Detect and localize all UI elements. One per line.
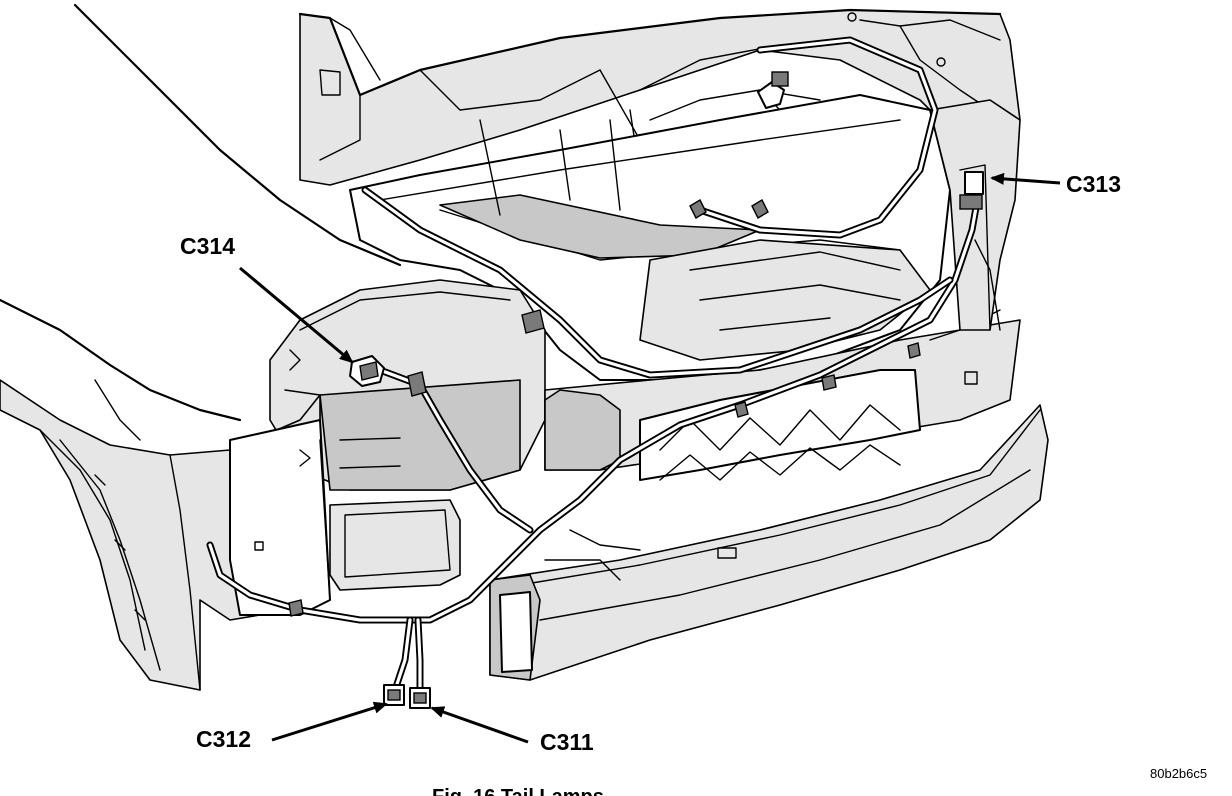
left-rear-fascia bbox=[0, 379, 461, 691]
connector-c313 bbox=[959, 171, 984, 210]
c311-label: C311 bbox=[540, 729, 594, 755]
figure-caption: Fig. 16 Tail Lamps bbox=[432, 786, 604, 796]
lamp-socket bbox=[757, 71, 789, 109]
c313-leader-arrow bbox=[990, 172, 1061, 185]
left-quarter-panel bbox=[0, 3, 402, 441]
connector-c314 bbox=[349, 355, 385, 387]
c313-label: C313 bbox=[1066, 171, 1121, 197]
connector-c311 bbox=[409, 687, 431, 709]
c314-leader-arrow bbox=[239, 266, 354, 364]
trunk-cavity bbox=[349, 94, 951, 381]
connector-c312 bbox=[383, 684, 405, 706]
rear-bumper-beam bbox=[489, 404, 1049, 681]
image-code: 80b2b6c5 bbox=[1150, 766, 1207, 781]
c312-label: C312 bbox=[196, 726, 251, 752]
c311-leader-arrow bbox=[430, 706, 529, 744]
wiring-harness bbox=[206, 36, 984, 694]
c314-label: C314 bbox=[180, 233, 235, 259]
c312-leader-arrow bbox=[271, 701, 388, 742]
